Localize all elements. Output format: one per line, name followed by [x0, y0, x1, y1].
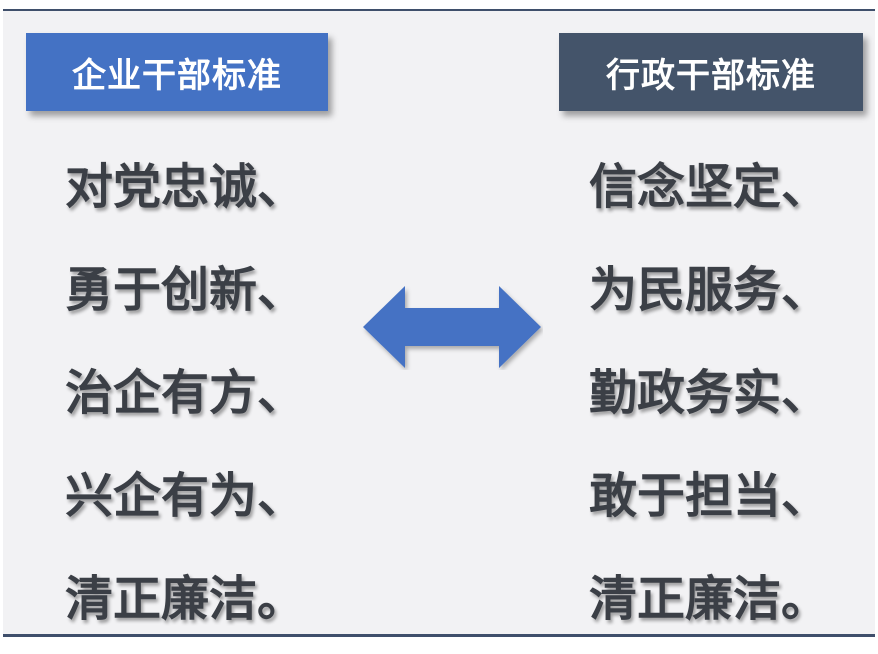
double-arrow-icon [363, 286, 541, 368]
government-item: 敢于担当、 [589, 468, 830, 524]
government-item: 信念坚定、 [589, 159, 830, 215]
enterprise-item: 兴企有为、 [65, 468, 306, 524]
enterprise-item: 勇于创新、 [65, 262, 306, 318]
government-item: 清正廉洁。 [589, 571, 830, 627]
government-item: 为民服务、 [589, 262, 830, 318]
slide-canvas: 企业干部标准 行政干部标准 对党忠诚、 勇于创新、 治企有方、 兴企有为、 清正… [3, 9, 875, 637]
enterprise-standard-header: 企业干部标准 [26, 33, 328, 111]
enterprise-item: 治企有方、 [65, 365, 306, 421]
government-item: 勤政务实、 [589, 365, 830, 421]
enterprise-standard-list: 对党忠诚、 勇于创新、 治企有方、 兴企有为、 清正廉洁。 [65, 139, 305, 654]
government-standard-list: 信念坚定、 为民服务、 勤政务实、 敢于担当、 清正廉洁。 [589, 139, 829, 654]
government-standard-header: 行政干部标准 [559, 33, 863, 111]
enterprise-item: 清正廉洁。 [65, 571, 306, 627]
enterprise-item: 对党忠诚、 [65, 159, 306, 215]
